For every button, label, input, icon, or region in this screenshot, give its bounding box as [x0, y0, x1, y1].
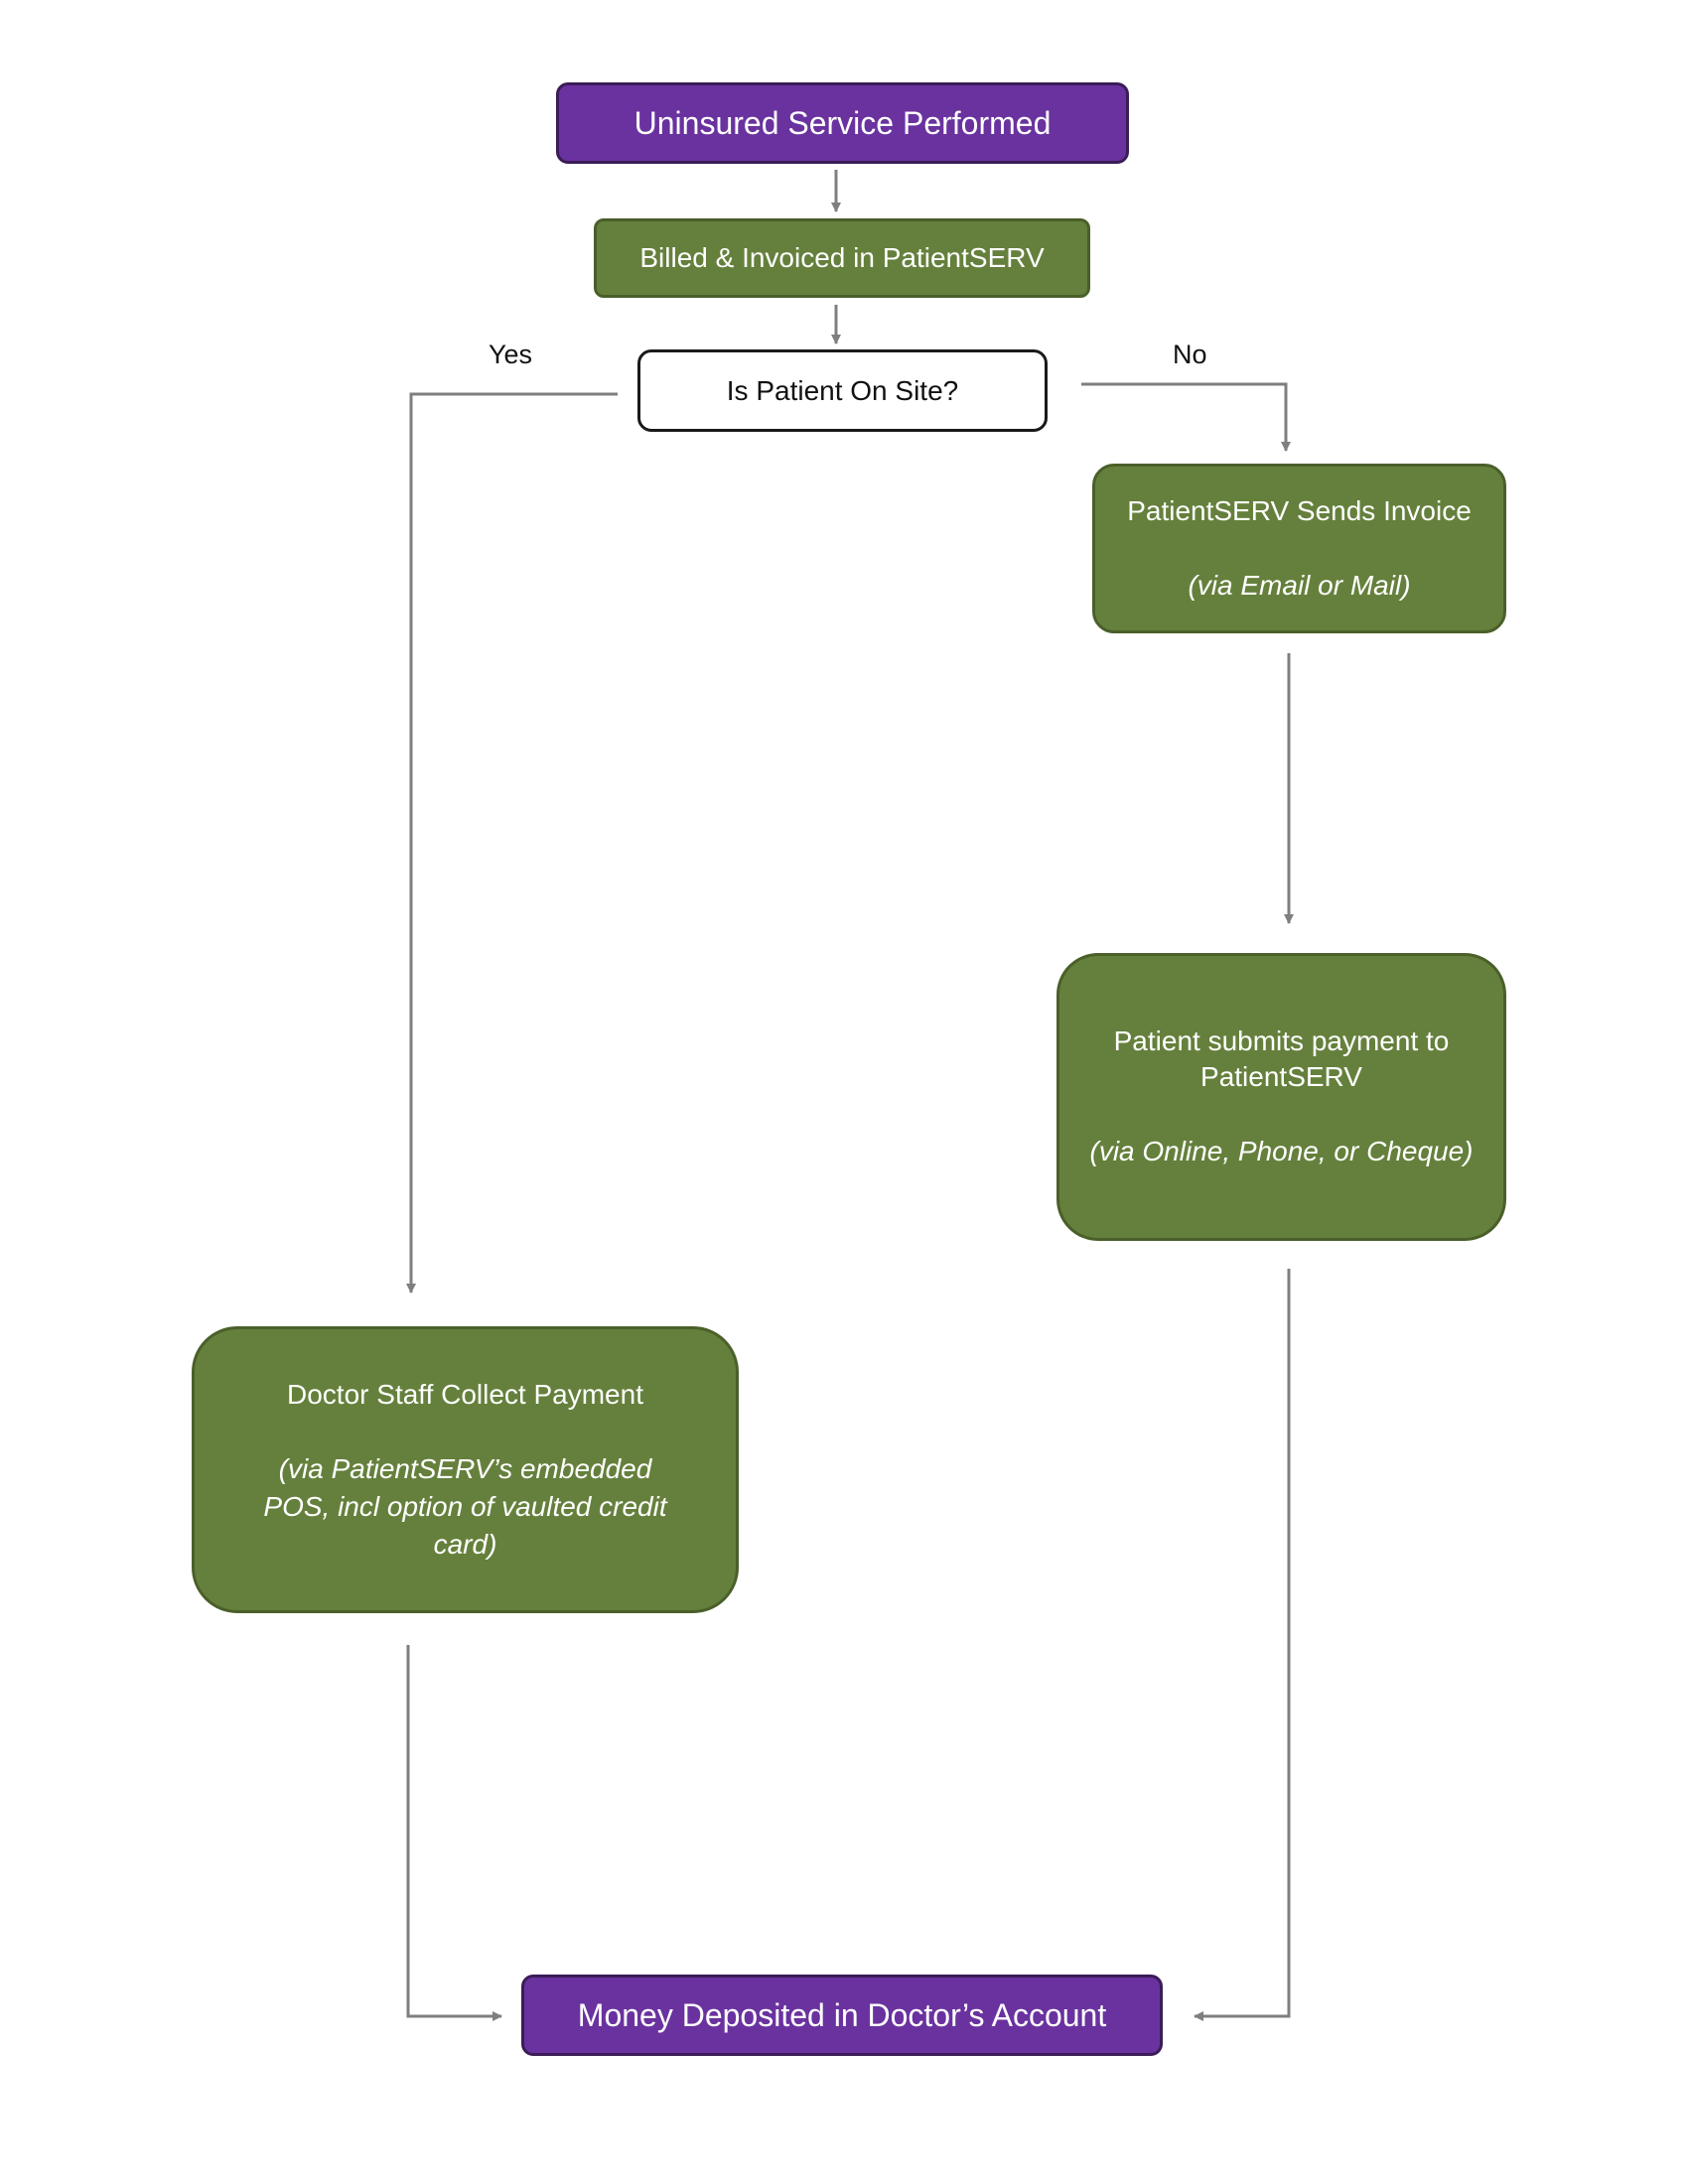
- billed-process: Billed & Invoiced in PatientSERV: [594, 218, 1090, 298]
- start-terminal: Uninsured Service Performed: [556, 82, 1129, 164]
- deposit-terminal-label: Money Deposited in Doctor’s Account: [577, 1997, 1107, 2033]
- staff-collect-note: (via PatientSERV’s embedded POS, incl op…: [263, 1452, 667, 1560]
- edge-label-yes: Yes: [489, 340, 533, 369]
- connector-submit-to-deposit: [1194, 1269, 1291, 2021]
- deposit-terminal: Money Deposited in Doctor’s Account: [521, 1975, 1163, 2056]
- connector-no-branch: [1081, 382, 1291, 452]
- connector-yes-branch: [406, 392, 618, 1294]
- patient-submits-label: Patient submits payment to PatientSERV: [1113, 1025, 1450, 1092]
- decision-label: Is Patient On Site?: [726, 374, 959, 406]
- sends-invoice-process: PatientSERV Sends Invoice (via Email or …: [1092, 464, 1506, 633]
- edge-label-no: No: [1173, 340, 1207, 369]
- connector-collect-to-deposit: [406, 1645, 502, 2021]
- patient-submits-note: (via Online, Phone, or Cheque): [1089, 1136, 1474, 1166]
- sends-invoice-note: (via Email or Mail): [1188, 569, 1411, 601]
- billed-process-label: Billed & Invoiced in PatientSERV: [639, 242, 1045, 273]
- staff-collect-process: Doctor Staff Collect Payment (via Patien…: [192, 1326, 739, 1613]
- start-terminal-label: Uninsured Service Performed: [633, 105, 1052, 141]
- staff-collect-label: Doctor Staff Collect Payment: [287, 1378, 643, 1410]
- patient-submits-process: Patient submits payment to PatientSERV (…: [1056, 953, 1506, 1241]
- sends-invoice-label: PatientSERV Sends Invoice: [1127, 494, 1472, 526]
- patient-on-site-decision: Is Patient On Site?: [637, 349, 1048, 432]
